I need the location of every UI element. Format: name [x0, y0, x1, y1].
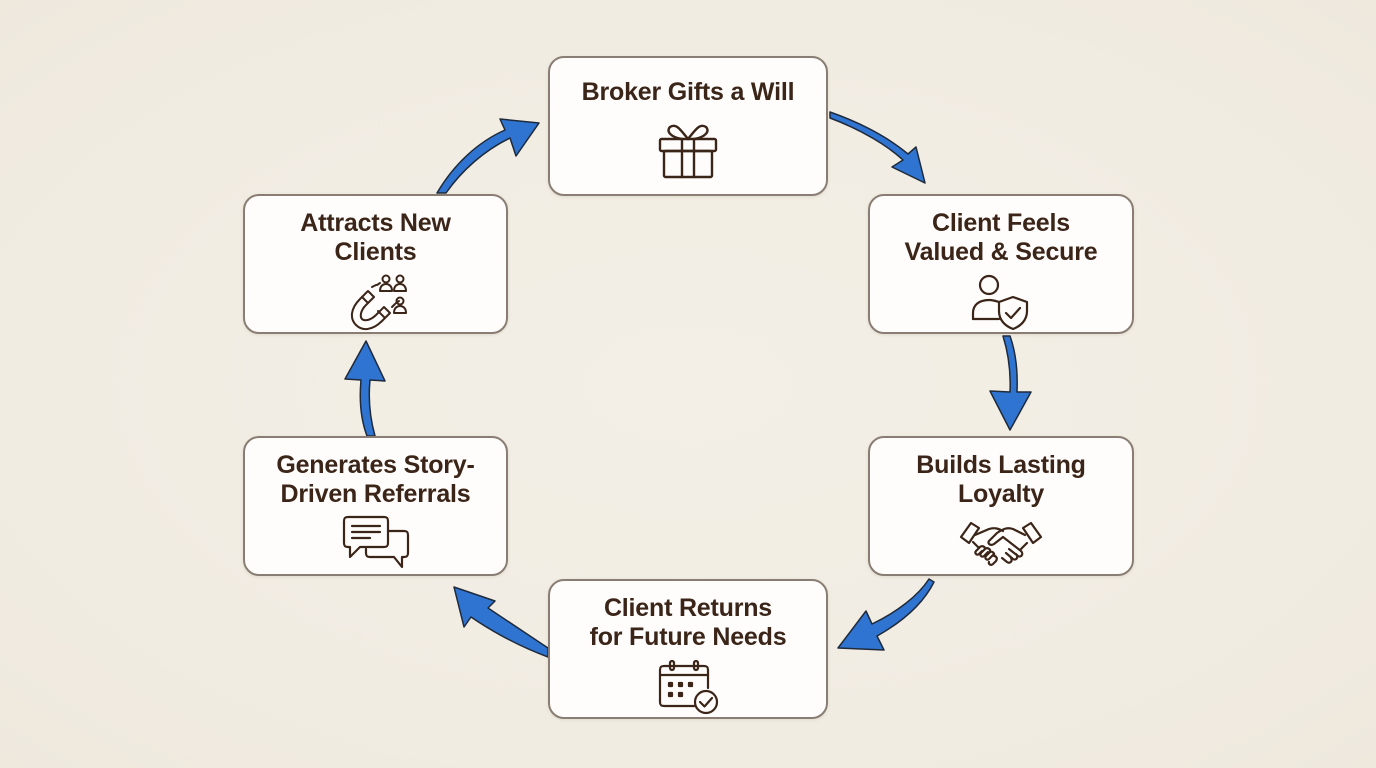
arrow-client-feels-to-loyalty	[989, 335, 1032, 431]
node-label: Builds Lasting Loyalty	[916, 451, 1086, 508]
arrow-broker-to-client-feels	[829, 111, 926, 184]
arrow-loyalty-to-client-returns	[837, 578, 935, 651]
node-label: Attracts New Clients	[300, 209, 451, 266]
node-generates-referrals[interactable]: Generates Story- Driven Referrals	[243, 436, 508, 576]
node-client-feels-valued[interactable]: Client Feels Valued & Secure	[868, 194, 1134, 334]
chat-bubbles-icon	[340, 515, 412, 571]
handshake-icon	[959, 515, 1043, 571]
node-client-returns[interactable]: Client Returns for Future Needs	[548, 579, 828, 719]
node-broker-gifts-will[interactable]: Broker Gifts a Will	[548, 56, 828, 196]
arrow-referrals-to-attracts	[344, 340, 386, 437]
node-label: Client Feels Valued & Secure	[904, 209, 1098, 266]
gift-icon	[654, 117, 722, 181]
arrow-client-returns-to-referrals	[453, 586, 549, 658]
node-label: Generates Story- Driven Referrals	[276, 451, 475, 508]
calendar-check-icon	[656, 658, 720, 716]
node-label: Client Returns for Future Needs	[589, 594, 787, 651]
arrow-attracts-to-broker	[436, 118, 540, 194]
user-shield-icon	[969, 273, 1033, 331]
node-label: Broker Gifts a Will	[581, 78, 795, 106]
magnet-people-icon	[342, 273, 410, 331]
node-attracts-clients[interactable]: Attracts New Clients	[243, 194, 508, 334]
node-builds-loyalty[interactable]: Builds Lasting Loyalty	[868, 436, 1134, 576]
